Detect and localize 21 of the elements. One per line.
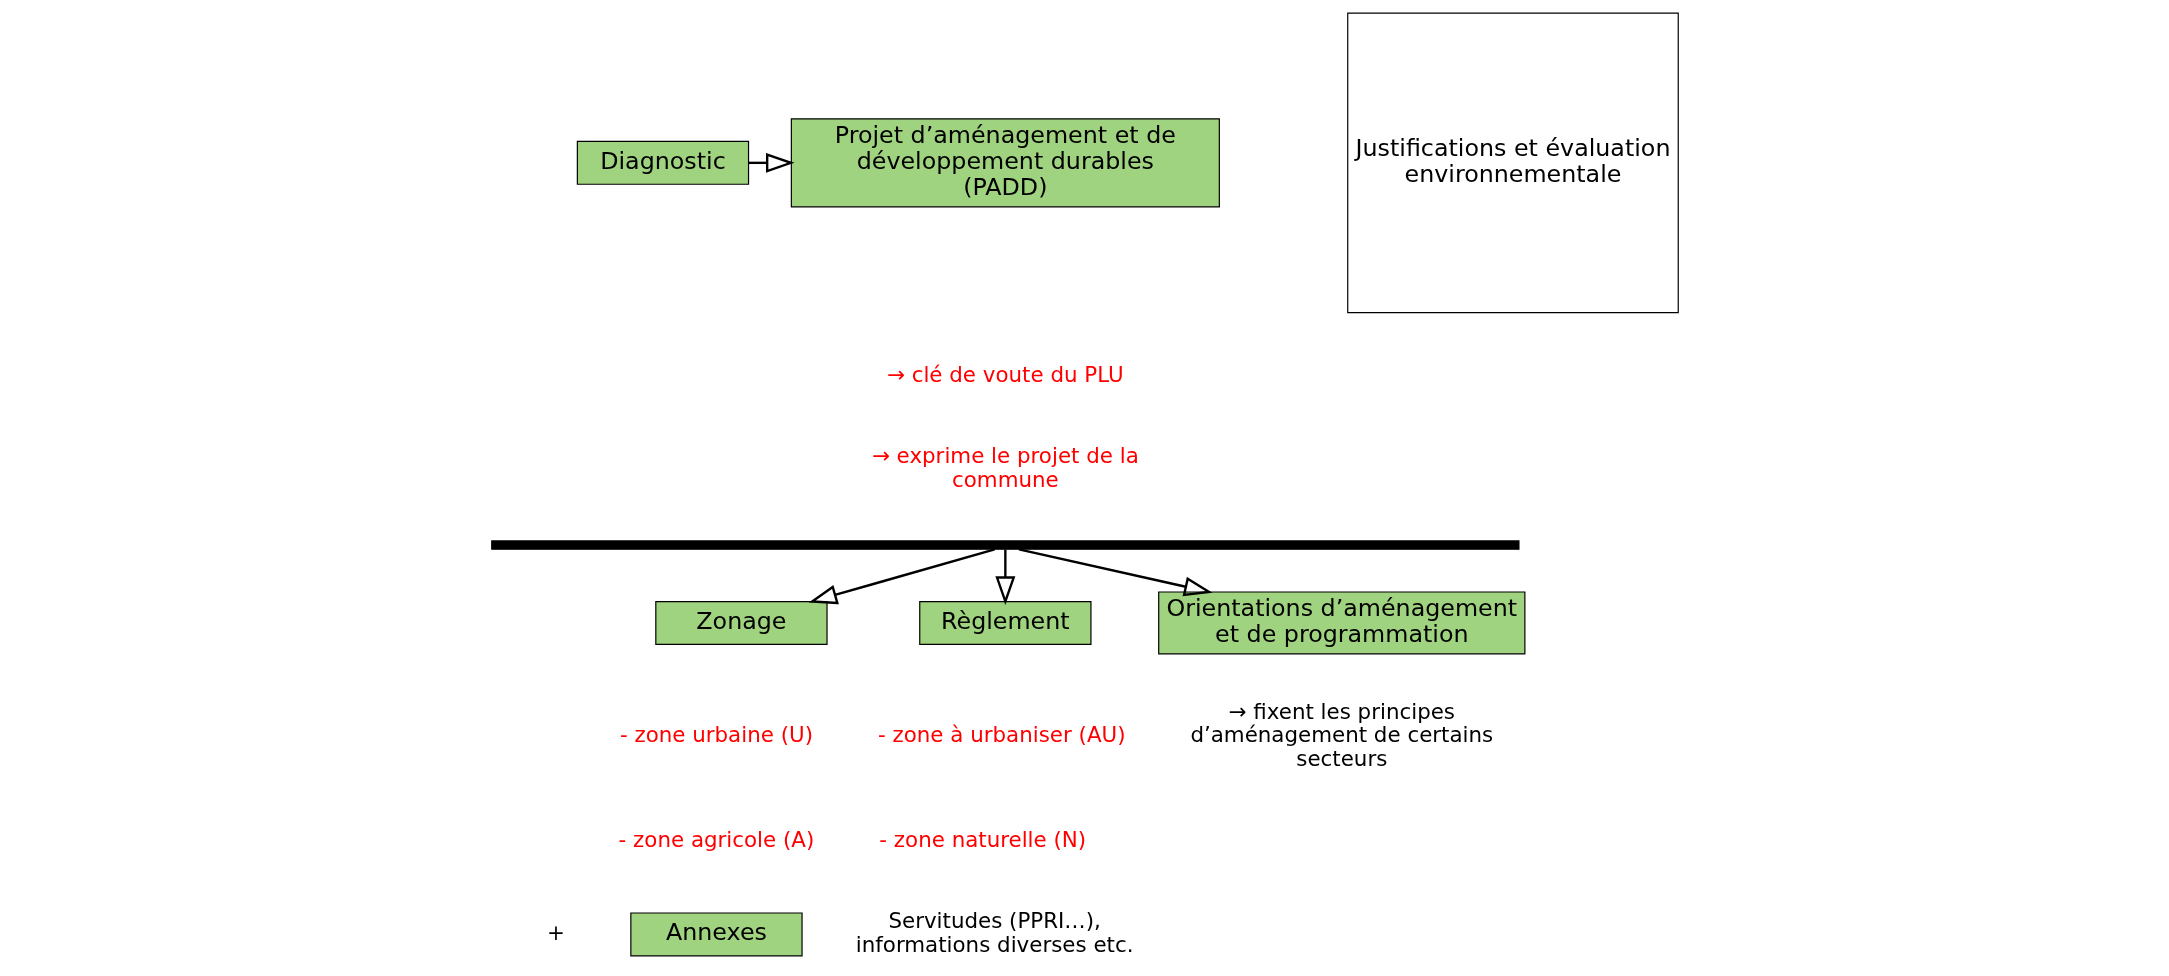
- node-box: Orientations d’aménagement et de programmation: [1157, 591, 1525, 655]
- node-box: Zonage: [654, 600, 828, 645]
- node-box: Diagnostic: [576, 140, 749, 185]
- label: - zone agricole (A): [618, 826, 814, 852]
- node-box: Justifications et évaluation environnementale: [1346, 12, 1679, 314]
- arrow: [1018, 548, 1213, 597]
- label: - zone à urbaniser (AU): [877, 722, 1126, 748]
- label: - zone naturelle (N): [878, 826, 1086, 852]
- node-label: → fixent les principes d’aménagement de certains secteurs: [1189, 698, 1493, 772]
- node-label: Servitudes (PPRI…), informations diverses etc.: [855, 907, 1133, 957]
- arrow: [808, 548, 995, 605]
- label: +: [546, 919, 565, 945]
- node-bar: [490, 540, 1520, 550]
- node-label: → clé de voute du PLU: [886, 362, 1124, 388]
- arrow: [994, 549, 1015, 605]
- node-box: Projet d’aménagement et de développement durables (PADD): [790, 118, 1220, 208]
- node-label: → exprime le projet de la commune: [871, 442, 1139, 492]
- node-box: Annexes: [629, 912, 803, 957]
- arrow: [748, 152, 795, 173]
- node-box: Règlement: [918, 600, 1092, 645]
- label: - zone urbaine (U): [619, 722, 813, 748]
